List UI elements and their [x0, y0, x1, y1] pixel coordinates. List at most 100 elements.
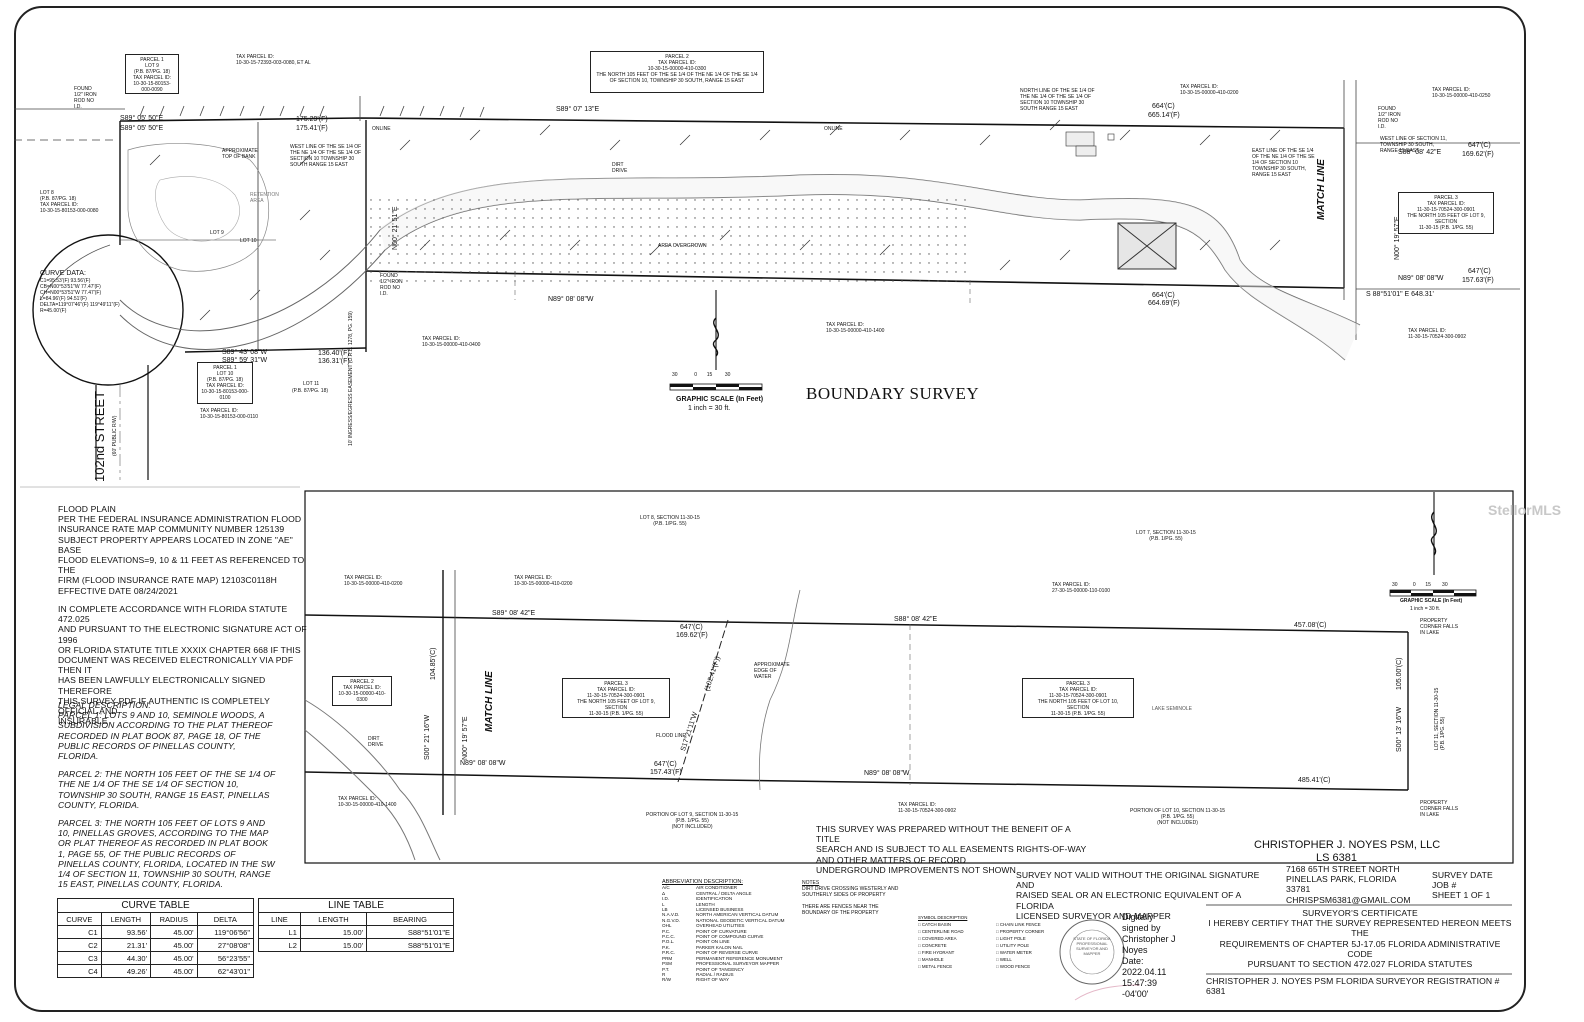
match-north-field: 169.62'(F) — [1462, 151, 1494, 158]
abbrev-code: R — [662, 971, 666, 977]
south-line-l: S 88°51'01" E 648.31' — [1366, 291, 1434, 298]
abbrev-code: I.D. — [662, 896, 670, 902]
abbrev-meaning: LENGTH — [696, 901, 715, 907]
match-south-calc: 647'(C) — [1468, 268, 1491, 275]
abbrev-meaning: RADIAL / RADIUS — [696, 971, 734, 977]
scale-top-ratio: 1 inch = 30 ft. — [688, 405, 731, 412]
dirt-drive-label: DIRT DRIVE — [612, 162, 628, 174]
tax-parcel-12: TAX PARCEL ID:10-30-15-00000-410-1400 — [338, 796, 397, 808]
symbol-icon: □ — [918, 936, 922, 941]
lot7-sec-label: LOT 7, SECTION 11-30-15(P.B. 1/PG. 55) — [1136, 530, 1196, 542]
b-west-bearing-2: N00° 19' 57"E — [462, 716, 469, 760]
b-north-dist-2: 457.08'(C) — [1294, 622, 1327, 629]
symbol-row: □ CONCRETE — [918, 942, 990, 949]
company-name: CHRISTOPHER J. NOYES PSM, LLC — [1254, 839, 1441, 851]
south-lot-line — [184, 347, 367, 353]
east-line-note: EAST LINE OF THE SE 1/4 OF THE NE 1/4 OF… — [1252, 148, 1315, 178]
west-line-note: WEST LINE OF THE SE 1/4 OF THE NE 1/4 OF… — [290, 144, 362, 168]
abbrev-row: PSM PROFESSIONAL SURVEYOR MAPPER — [662, 961, 792, 966]
b-south-bearing-2: N89° 08' 08"W — [864, 770, 910, 777]
lot-south-dist-1: 136.40'(F) — [318, 350, 350, 357]
symbol-row: □ COVERED AREA — [918, 935, 990, 942]
prop-corner-lake-2: PROPERTY CORNER FALLS IN LAKE — [1420, 800, 1459, 818]
abbrev-row: P.O.L.POINT ON LINE — [662, 939, 792, 944]
lot-south-dist-2: 136.31'(F) — [318, 358, 350, 365]
tax-parcel-2: TAX PARCEL ID:10-30-15-00000-410-0200 — [1180, 84, 1239, 96]
fence-marks — [139, 105, 485, 118]
symbol-icon: □ — [918, 950, 922, 955]
symbol-label: UTILITY POLE — [999, 943, 1030, 948]
abbrev-code: PRM — [662, 955, 673, 961]
b-south-field: 157.43'(F) — [650, 769, 682, 776]
symbol-label: WELL — [999, 957, 1012, 962]
street-label: 102nd STREET — [92, 390, 107, 482]
match-south-bearing: N89° 08' 08"W — [1398, 275, 1444, 282]
symbol-row: □ WELL — [996, 956, 1068, 963]
lot11-label: LOT 11 — [303, 381, 320, 387]
street-row: (60' PUBLIC R/W) — [112, 415, 118, 456]
abbrev-row: L LENGTH — [662, 902, 792, 907]
abbrev-code: PSM — [662, 961, 672, 967]
symbol-icon: □ — [996, 922, 1000, 927]
symbol-label: FIRE HYDRANT — [921, 950, 955, 955]
abbrev-meaning: AIR CONDITIONER — [696, 885, 738, 891]
b-south-calc: 647'(C) — [654, 761, 677, 768]
symbol-row: □ LIGHT POLE — [996, 935, 1068, 942]
abbrev-code: LB — [662, 907, 668, 913]
scale-bottom-label: GRAPHIC SCALE (In Feet) — [1400, 598, 1463, 604]
seal-text: STATE OF FLORIDA PROFESSIONAL SURVEYOR A… — [1073, 936, 1111, 956]
abbrev-code: L — [662, 901, 665, 907]
abbrev-meaning: OVERHEAD UTILITIES — [696, 923, 745, 929]
north-bearing: S89° 07' 13"E — [556, 106, 600, 113]
b-north-calc: 647'(C) — [680, 624, 703, 631]
scale-top-ticks: 30 0 15 30 — [672, 372, 731, 378]
north-dist-field: 665.14'(F) — [1148, 112, 1180, 119]
tax-parcel-3: TAX PARCEL ID:10-30-15-00000-410-0250 — [1432, 87, 1491, 99]
scale-bottom-ratio: 1 inch = 30 ft. — [1410, 606, 1441, 612]
symbol-icon: □ — [918, 964, 922, 969]
symbol-row: □ CATCH BASIN — [918, 921, 990, 928]
abbrev-meaning: POINT OF REVERSE CURVE — [696, 950, 759, 956]
abbrev-row: N.G.V.D.NATIONAL GEODETIC VERTICAL DATUM — [662, 918, 792, 923]
abbrev-code: N.G.V.D. — [662, 917, 680, 923]
lake-label: LAKE SEMINOLE — [1152, 706, 1193, 712]
abbrev-code: R/W — [662, 977, 671, 983]
spot-elevations — [149, 119, 1281, 321]
symbol-row: □ CENTERLINE ROAD — [918, 928, 990, 935]
abbrev-code: P.T. — [662, 966, 670, 972]
graphic-scale-top — [669, 383, 763, 391]
surveyor-seal — [1059, 919, 1125, 985]
south-dist-calc: 664'(C) — [1152, 292, 1175, 299]
abbrev-row: P.K.PARKER KALON NAIL — [662, 945, 792, 950]
not-valid-note: SURVEY NOT VALID WITHOUT THE ORIGINAL SI… — [1016, 870, 1260, 921]
tax-parcel-13: TAX PARCEL ID:11-30-15-70524-300-0902 — [898, 802, 957, 814]
abbrev-code: Δ — [662, 890, 666, 896]
statute-note: IN COMPLETE ACCORDANCE WITH FLORIDA STAT… — [58, 604, 307, 727]
symbol-row: □ PROPERTY CORNER — [996, 928, 1068, 935]
symbol-row: □ MANHOLE — [918, 956, 990, 963]
lot-north-dist-1: 175.29'(F) — [296, 116, 328, 123]
company-ls: LS 6381 — [1316, 852, 1357, 864]
symbol-legend: SYMBOL DESCRIPTION □ CATCH BASIN□ CENTER… — [918, 914, 1068, 970]
graphic-scale-bottom — [1389, 589, 1477, 597]
north-dist-calc: 664'(C) — [1152, 103, 1175, 110]
flood-line-label: FLOOD LINE — [656, 733, 686, 739]
abbrev-meaning: PROFESSIONAL SURVEYOR MAPPER — [696, 961, 780, 967]
west-bearing: N00° 21' 51"E — [392, 206, 399, 250]
lot11-sec-label: LOT 11, SECTION 11-30-15(P.B. 1/PG. 55) — [1434, 687, 1446, 750]
certificate-signature-line: CHRISTOPHER J. NOYES PSM FLORIDA SURVEYO… — [1206, 976, 1500, 997]
overgrown-area — [368, 198, 966, 284]
abbrev-meaning: IDENTIFICATION — [696, 896, 733, 902]
